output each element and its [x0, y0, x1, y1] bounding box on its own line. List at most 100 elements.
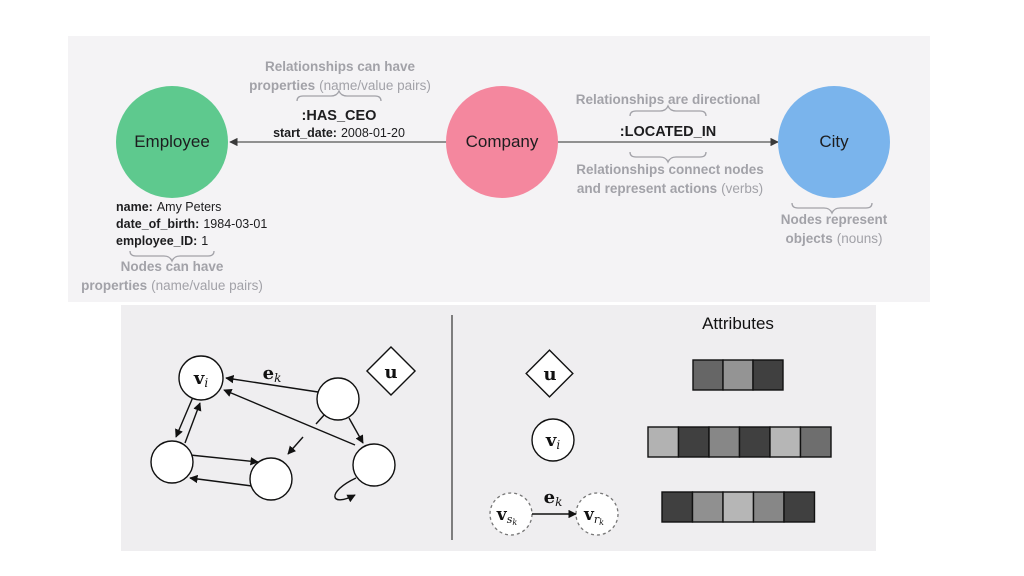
graph-edge [184, 402, 202, 444]
self-loop-edge [334, 477, 357, 503]
k-subscript: k [599, 518, 604, 527]
legend-u-symbol: u [543, 364, 556, 385]
rel-props-brace [296, 89, 382, 102]
has-ceo-property: start_date: 2008-01-20 [273, 126, 405, 140]
graph-node [352, 443, 396, 487]
nodes-objects-note-line1: Nodes represent [781, 212, 888, 227]
has-ceo-prop-val: 2008-01-20 [341, 126, 405, 140]
attribute-cell [752, 359, 784, 391]
attributes-title: Attributes [702, 314, 774, 333]
graph-edge [189, 474, 253, 487]
company-node-label: Company [466, 132, 539, 151]
attribute-cell [769, 426, 802, 458]
connect-note-line2: and represent actions (verbs) [577, 181, 763, 196]
graph-node [150, 440, 194, 484]
located-in-label: :LOCATED_IN [620, 124, 716, 140]
has-ceo-prop-key: start_date: [273, 126, 337, 140]
s-subscript: s [507, 513, 513, 526]
e-letter: e [263, 363, 274, 384]
v-letter: v [545, 430, 557, 451]
employee-prop-dob: date_of_birth: 1984-03-01 [116, 217, 267, 231]
v-subscript: i [556, 438, 560, 452]
city-node [778, 86, 890, 198]
e-subscript: k [555, 495, 562, 509]
graph-node-vi [178, 355, 224, 401]
company-node [446, 86, 558, 198]
node-attribute-bar [647, 426, 832, 458]
employee-prop-key: date_of_birth: [116, 217, 199, 231]
employee-prop-id: employee_ID: 1 [116, 234, 208, 248]
graph-edge [175, 396, 194, 438]
connect-note-light: (verbs) [721, 181, 763, 196]
graph-node [249, 457, 293, 501]
rel-props-note-strong: properties [249, 78, 315, 93]
node-props-brace [129, 250, 215, 263]
v-subscript: i [204, 376, 208, 390]
ek-label: ek [263, 363, 282, 385]
v-letter: v [496, 505, 508, 525]
employee-prop-val: 1 [201, 234, 208, 248]
vi-symbol: vi [193, 368, 208, 390]
rel-props-note-line2: properties (name/value pairs) [249, 78, 431, 93]
attribute-cell [722, 359, 754, 391]
directional-brace [629, 104, 707, 117]
attribute-cell [752, 491, 785, 523]
nodes-objects-note-line2: objects (nouns) [785, 231, 882, 246]
edge-attribute-bar [661, 491, 816, 523]
rel-props-note-line1: Relationships can have [265, 59, 416, 74]
attribute-cell [692, 359, 724, 391]
graph-edge [223, 389, 356, 446]
node-props-note-line2: properties (name/value pairs) [81, 278, 263, 293]
e-subscript: k [274, 371, 281, 385]
employee-prop-val: 1984-03-01 [203, 217, 267, 231]
attribute-cell [677, 426, 710, 458]
node-props-note-strong: properties [81, 278, 147, 293]
connect-brace [629, 151, 707, 164]
node-props-note-light: (name/value pairs) [151, 278, 263, 293]
graph-node [316, 377, 360, 421]
legend-vi-symbol: vi [545, 430, 560, 452]
attribute-cell [738, 426, 771, 458]
rel-props-note-light: (name/value pairs) [319, 78, 431, 93]
sender-symbol: vsk [496, 505, 518, 527]
legend-ek-label: ek [544, 487, 563, 509]
attribute-cell [661, 491, 694, 523]
employee-prop-key: employee_ID: [116, 234, 197, 248]
graph-edge [189, 454, 259, 466]
employee-prop-val: Amy Peters [157, 200, 222, 214]
graph-edge [225, 374, 319, 393]
global-u-symbol: u [384, 362, 397, 383]
legend-vi-node [531, 418, 575, 462]
r-subscript: r [594, 513, 600, 526]
receiver-node [575, 492, 619, 536]
legend-u-diamond [525, 349, 574, 398]
v-letter: v [193, 368, 205, 389]
employee-node-label: Employee [134, 132, 210, 151]
global-attribute-bar [692, 359, 784, 391]
directional-note: Relationships are directional [576, 92, 761, 107]
employee-prop-key: name: [116, 200, 153, 214]
attribute-cell [647, 426, 680, 458]
employee-node [116, 86, 228, 198]
attribute-cell [799, 426, 832, 458]
connect-note-line1: Relationships connect nodes [576, 162, 764, 177]
nodes-objects-brace [791, 202, 873, 215]
attribute-cell [691, 491, 724, 523]
graph-edge [315, 413, 326, 425]
k-subscript: k [512, 518, 517, 527]
employee-prop-name: name: Amy Peters [116, 200, 221, 214]
nodes-objects-note-strong: objects [785, 231, 832, 246]
receiver-symbol: vrk [583, 505, 604, 527]
city-node-label: City [819, 132, 849, 151]
graph-edge [287, 436, 304, 455]
attribute-cell [708, 426, 741, 458]
v-letter: v [583, 505, 595, 525]
global-u-diamond [365, 345, 417, 397]
has-ceo-label: :HAS_CEO [302, 108, 377, 124]
connect-note-strong: and represent actions [577, 181, 717, 196]
attribute-cell [722, 491, 755, 523]
graph-edge [348, 417, 364, 444]
nodes-objects-note-light: (nouns) [837, 231, 883, 246]
e-letter: e [544, 487, 555, 508]
